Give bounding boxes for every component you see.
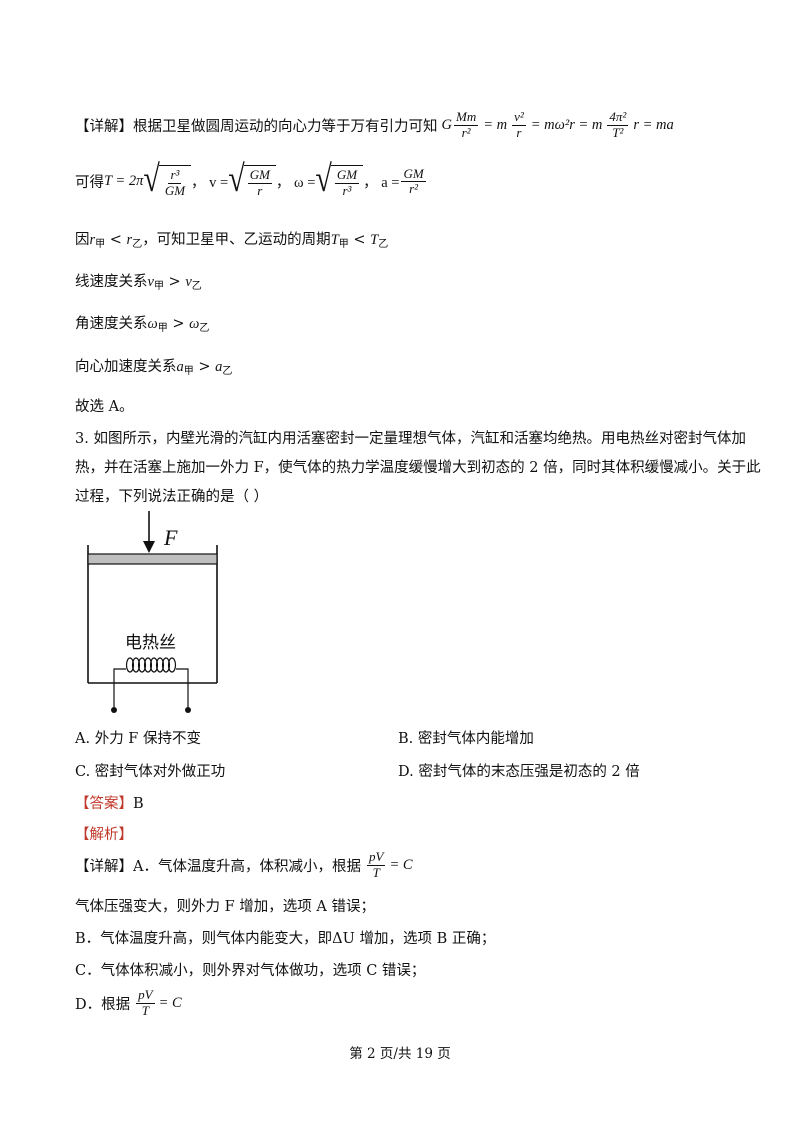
answer-line: 【答案】B — [75, 792, 144, 813]
detail-bracket: 【详解】 — [75, 118, 133, 135]
detail-2-line-2: 气体压强变大，则外力 F 增加，选项 A 错误； — [75, 899, 375, 915]
answer-value: B — [133, 796, 144, 812]
answer-bracket: 【答案】 — [75, 796, 133, 812]
question-3-line-3: 过程，下列说法正确的是（ ） — [75, 489, 269, 505]
heater-coil — [113, 657, 189, 710]
force-arrowhead — [143, 541, 155, 553]
terminal-left — [111, 707, 117, 713]
option-d: D. 密封气体的末态压强是初态的 2 倍 — [398, 764, 640, 780]
option-b: B. 密封气体内能增加 — [398, 731, 534, 747]
question-3-line-2: 热，并在活塞上施加一外力 F，使气体的热力学温度缓慢增大到初态的 2 倍，同时其… — [75, 460, 761, 476]
detail-line-6: 向心加速度关系a甲 > a乙 — [75, 359, 233, 377]
detail-2-line-4: C．气体体积减小，则外界对气体做功，选项 C 错误； — [75, 963, 426, 979]
conclusion-line: 故选 A。 — [75, 399, 134, 415]
option-c: C. 密封气体对外做正功 — [75, 764, 226, 780]
detail-line-3: 因r甲 < r乙，可知卫星甲、乙运动的周期T甲 < T乙 — [75, 232, 389, 250]
cylinder-figure: F 电热丝 — [87, 511, 218, 713]
heater-label: 电热丝 — [125, 633, 176, 653]
terminal-right — [185, 707, 191, 713]
page-footer: 第 2 页/共 19 页 — [349, 1046, 451, 1062]
detail-line-5: 角速度关系ω甲 > ω乙 — [75, 316, 210, 334]
question-3-line-1: 3. 如图所示，内壁光滑的汽缸内用活塞密封一定量理想气体，汽缸和活塞均绝热。用电… — [75, 431, 746, 447]
detail-text: 根据卫星做圆周运动的向心力等于万有引力可知 — [133, 118, 438, 135]
piston — [87, 553, 218, 565]
option-a: A. 外力 F 保持不变 — [75, 731, 201, 747]
detail-2-line-3: B．气体温度升高，则气体内能变大，即ΔU 增加，选项 B 正确； — [75, 931, 496, 947]
detail-line-4: 线速度关系v甲 > v乙 — [75, 274, 202, 292]
analysis-label: 【解析】 — [75, 827, 133, 843]
force-label: F — [163, 525, 178, 550]
